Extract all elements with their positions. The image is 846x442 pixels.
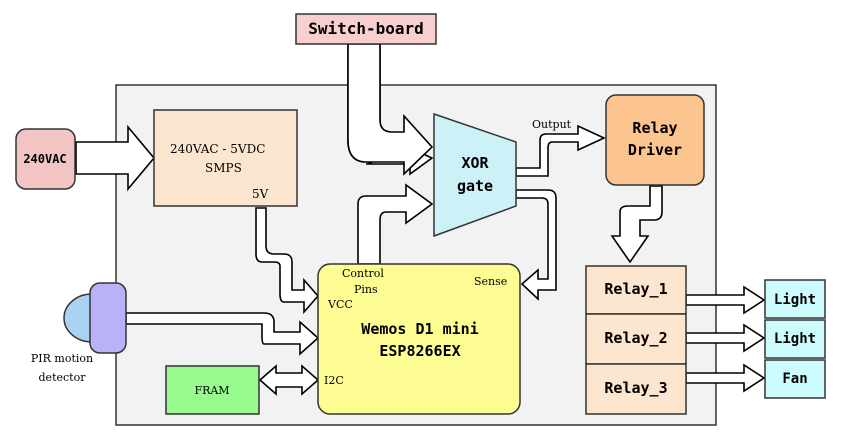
xor-gate-block bbox=[433, 112, 517, 238]
smps-block bbox=[153, 109, 298, 207]
load-2-block bbox=[764, 319, 826, 359]
fram-label: FRAM bbox=[194, 384, 229, 397]
arrow-relay1-to-load1 bbox=[685, 285, 766, 315]
relay-3-block bbox=[585, 363, 687, 415]
relay-1-label: Relay_1 bbox=[604, 280, 667, 298]
switchboard-block bbox=[295, 13, 437, 45]
xor-label-line2: gate bbox=[457, 177, 493, 195]
mcu-label-line1: Wemos D1 mini bbox=[361, 320, 478, 338]
arrow-driver-to-relays bbox=[610, 185, 663, 264]
relay-2-block bbox=[585, 313, 687, 365]
control-pins-label-line1: Control bbox=[342, 267, 384, 280]
smps-label-line1: 240VAC - 5VDC bbox=[170, 142, 265, 156]
load-1-block bbox=[764, 279, 826, 319]
pir-sensor-icon bbox=[89, 282, 127, 354]
arrow-relay2-to-load2 bbox=[685, 323, 766, 353]
pir-label-line1: PIR motion bbox=[31, 352, 93, 365]
output-pin-label: Output bbox=[532, 118, 572, 131]
switchboard-label: Switch-board bbox=[308, 19, 424, 38]
relay-driver-label-line2: Driver bbox=[628, 141, 682, 159]
load-1-label: Light bbox=[774, 292, 816, 308]
arrow-5v-to-vcc bbox=[255, 207, 320, 315]
load-3-block bbox=[764, 359, 826, 399]
i2c-pin-label: I2C bbox=[324, 374, 344, 387]
arrow-relay3-to-load3 bbox=[685, 363, 766, 393]
arrow-control-to-xor bbox=[357, 183, 434, 265]
relay-1-block bbox=[585, 265, 687, 315]
ac-source-label: 240VAC bbox=[23, 152, 66, 166]
mcu-block bbox=[317, 263, 521, 415]
arrow-ac-to-smps bbox=[75, 124, 156, 192]
arrow-xor-to-sense bbox=[515, 189, 557, 301]
smps-label-line2: SMPS bbox=[205, 161, 242, 175]
fram-block bbox=[165, 365, 260, 415]
load-3-label: Fan bbox=[782, 371, 807, 387]
ac-source-block bbox=[15, 128, 76, 190]
relay-driver-block bbox=[605, 94, 705, 186]
load-2-label: Light bbox=[774, 331, 816, 347]
arrow-pir-to-mcu bbox=[125, 312, 320, 356]
mcu-label-line2: ESP8266EX bbox=[379, 342, 460, 360]
pir-label-line2: detector bbox=[39, 371, 87, 384]
control-pins-label-line2: Pins bbox=[354, 283, 378, 296]
xor-label-line1: XOR bbox=[461, 154, 489, 172]
arrow-switchboard-to-xor-inner bbox=[347, 43, 434, 176]
relay-2-label: Relay_2 bbox=[604, 329, 667, 347]
relay-driver-label-line1: Relay bbox=[632, 119, 677, 137]
vcc-pin-label: VCC bbox=[327, 298, 353, 311]
relay-3-label: Relay_3 bbox=[604, 379, 667, 397]
sense-pin-label: Sense bbox=[474, 275, 507, 288]
arrow-xor-to-relay-driver bbox=[515, 124, 606, 177]
smps-5v-label: 5V bbox=[252, 187, 269, 201]
pir-lens-icon bbox=[63, 293, 93, 343]
